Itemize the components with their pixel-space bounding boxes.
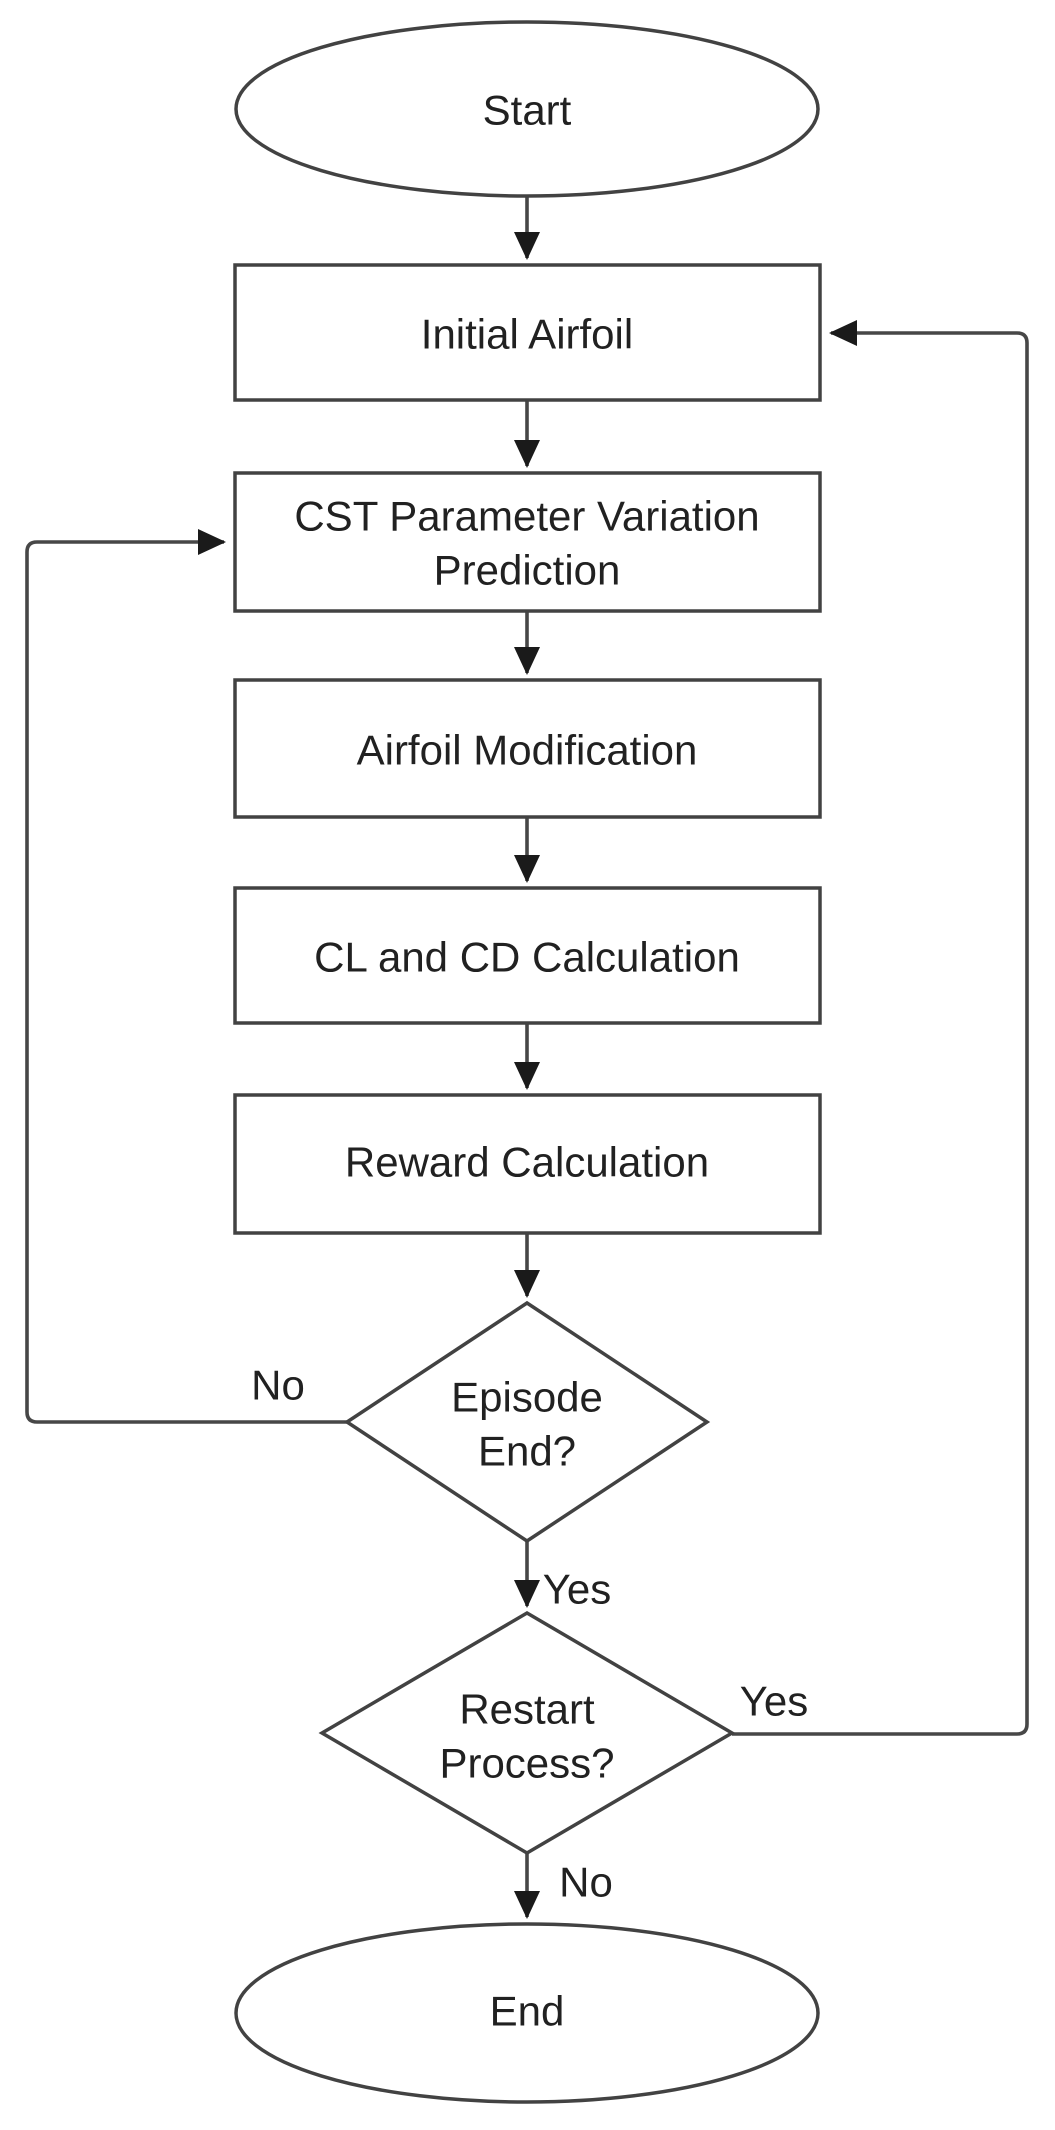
node-cst-prediction: CST Parameter Variation Prediction bbox=[233, 471, 822, 613]
cst-prediction-label-line2: Prediction bbox=[434, 547, 621, 594]
episode-end-label-line2: End? bbox=[478, 1428, 576, 1475]
airfoil-modification-label: Airfoil Modification bbox=[357, 727, 698, 774]
start-terminator-shape bbox=[234, 20, 820, 198]
initial-airfoil-label: Initial Airfoil bbox=[421, 311, 633, 358]
node-end: End bbox=[234, 1922, 820, 2104]
restart-process-decision-shape bbox=[318, 1610, 736, 1856]
node-episode-end: Episode End? bbox=[343, 1300, 711, 1544]
clcd-calculation-label: CL and CD Calculation bbox=[314, 934, 740, 981]
airfoil-modification-process-shape bbox=[233, 678, 822, 819]
reward-calculation-process-shape bbox=[233, 1093, 822, 1235]
initial-airfoil-process-shape bbox=[233, 263, 822, 402]
episode-end-decision-shape bbox=[343, 1300, 711, 1544]
start-label: Start bbox=[483, 87, 572, 134]
edge-labels: No Yes Yes No bbox=[251, 1362, 808, 1906]
end-terminator-shape bbox=[234, 1922, 820, 2104]
end-label: End bbox=[490, 1988, 565, 2035]
edge-label-restart-no: No bbox=[559, 1859, 613, 1906]
node-reward-calculation: Reward Calculation bbox=[233, 1093, 822, 1235]
edge-label-episode-end-no: No bbox=[251, 1362, 305, 1409]
restart-process-label-line2: Process? bbox=[439, 1740, 614, 1787]
edge-restart-yes-loop bbox=[732, 320, 1029, 1736]
cst-prediction-label-line1: CST Parameter Variation bbox=[294, 493, 759, 540]
node-start: Start bbox=[234, 20, 820, 198]
node-airfoil-modification: Airfoil Modification bbox=[233, 678, 822, 819]
node-clcd-calculation: CL and CD Calculation bbox=[233, 886, 822, 1025]
edge-label-episode-end-yes: Yes bbox=[543, 1566, 612, 1613]
edge-label-restart-yes: Yes bbox=[740, 1678, 809, 1725]
cst-prediction-process-shape bbox=[233, 471, 822, 613]
edge-episode-end-no-loop bbox=[25, 529, 347, 1424]
edges bbox=[25, 196, 1029, 1919]
episode-end-label-line1: Episode bbox=[451, 1374, 603, 1421]
reward-calculation-label: Reward Calculation bbox=[345, 1139, 709, 1186]
restart-process-label-line1: Restart bbox=[459, 1686, 595, 1733]
clcd-calculation-process-shape bbox=[233, 886, 822, 1025]
node-restart-process: Restart Process? bbox=[318, 1610, 736, 1856]
node-initial-airfoil: Initial Airfoil bbox=[233, 263, 822, 402]
nodes: Start Initial Airfoil CST Parameter Vari… bbox=[233, 20, 822, 2104]
